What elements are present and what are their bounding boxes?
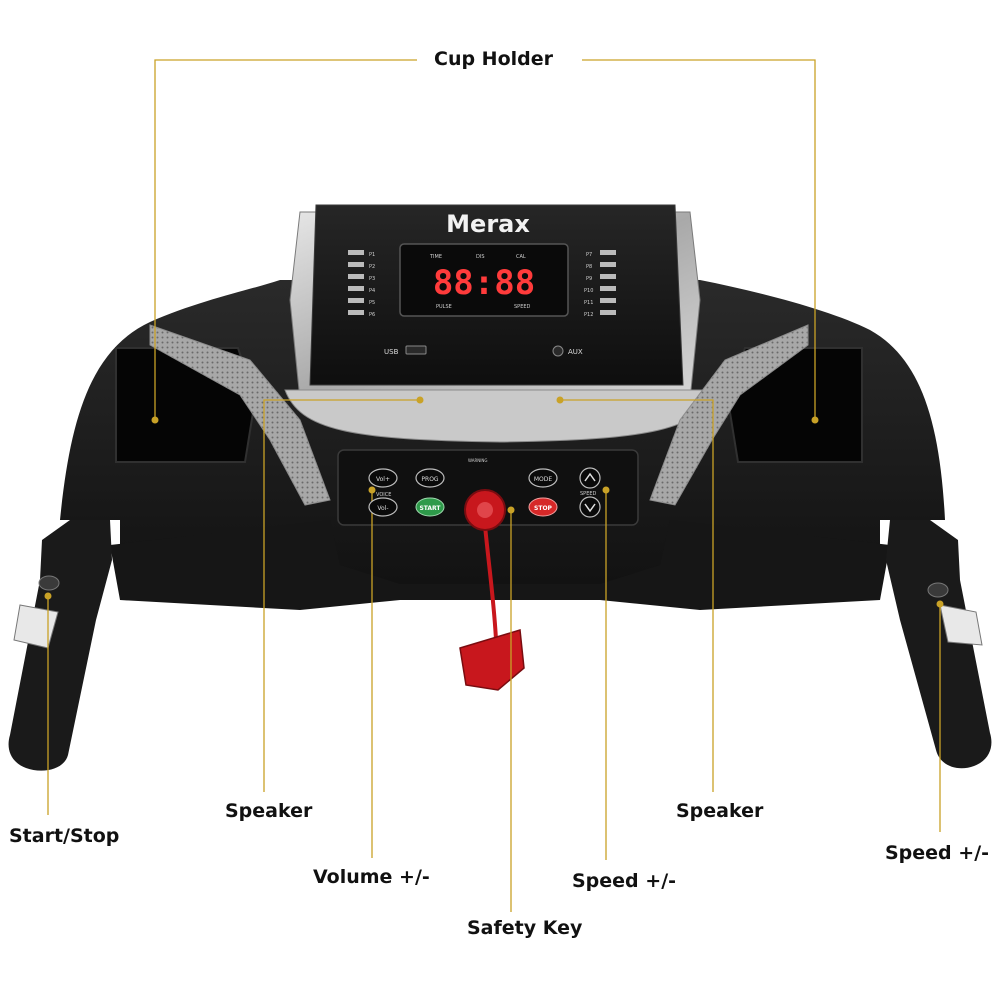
callout-dots [44, 396, 944, 608]
arrow-up-icon [584, 472, 596, 482]
stop-button[interactable]: STOP [528, 497, 558, 517]
callout-speaker-right: Speaker [676, 800, 764, 822]
usb-port[interactable] [405, 345, 427, 355]
console-lower-edge [110, 520, 890, 610]
handle-right-silver-panel [939, 604, 983, 646]
program-p4: P4 [369, 288, 375, 294]
volume-up-button[interactable]: Vol+ [368, 468, 398, 488]
mode-button[interactable]: MODE [528, 468, 558, 488]
start-button[interactable]: START [415, 497, 445, 517]
program-p3: P3 [369, 276, 375, 282]
indicator-cal: CAL [516, 254, 526, 260]
indicator-speed: SPEED [514, 304, 531, 310]
aux-port[interactable] [552, 345, 564, 357]
handle-left-button [38, 575, 60, 591]
speed-label: SPEED [580, 491, 597, 497]
handle-left [8, 520, 112, 771]
volume-down-button-label: Vol- [377, 505, 388, 512]
safety-key-magnet-center [477, 502, 493, 518]
warning-title: WARNING [468, 458, 488, 463]
start-button-label: START [419, 505, 441, 512]
display-readout: 88:88 [433, 263, 535, 303]
callout-speed-center: Speed +/- [572, 870, 677, 892]
voice-label: VOICE [376, 492, 391, 498]
speaker-grill-left [149, 324, 331, 506]
callout-speed-right: Speed +/- [885, 842, 990, 864]
program-p8: P8 [586, 264, 592, 270]
volume-up-button-label: Vol+ [376, 476, 390, 483]
speaker-grill-right [649, 324, 809, 506]
safety-key-clip [459, 629, 525, 691]
indicator-time: TIME [429, 254, 442, 260]
mode-button-label: MODE [534, 476, 553, 483]
prog-button[interactable]: PROG [415, 468, 445, 488]
callout-volume: Volume +/- [313, 866, 430, 888]
program-p12: P12 [584, 312, 593, 318]
program-p1: P1 [369, 252, 375, 258]
handle-right [886, 520, 992, 769]
program-p10: P10 [584, 288, 593, 294]
led-screen [399, 243, 569, 317]
callout-lines [47, 59, 941, 912]
program-p11: P11 [584, 300, 593, 306]
speed-down-button[interactable] [579, 496, 601, 518]
program-p9: P9 [586, 276, 592, 282]
usb-port-label: USB [384, 348, 399, 356]
indicator-pulse: PULSE [436, 304, 452, 310]
program-p5: P5 [369, 300, 375, 306]
indicator-dis: DIS [476, 254, 485, 260]
program-p6: P6 [369, 312, 375, 318]
callout-start-stop: Start/Stop [9, 825, 120, 847]
program-p2: P2 [369, 264, 375, 270]
speed-up-button[interactable] [579, 467, 601, 489]
program-icons-right [600, 250, 616, 315]
prog-button-label: PROG [421, 476, 439, 483]
program-icons-left [348, 250, 364, 315]
callout-safety-key: Safety Key [467, 917, 583, 939]
handle-right-button [927, 582, 949, 598]
arrow-down-icon [584, 503, 596, 513]
callout-cup-holder: Cup Holder [434, 48, 554, 70]
brand-logo: Merax [446, 210, 530, 238]
callout-speaker-left: Speaker [225, 800, 313, 822]
aux-port-label: AUX [568, 348, 583, 356]
program-p7: P7 [586, 252, 592, 258]
volume-down-button[interactable]: Vol- [368, 497, 398, 517]
stop-button-label: STOP [534, 505, 553, 512]
